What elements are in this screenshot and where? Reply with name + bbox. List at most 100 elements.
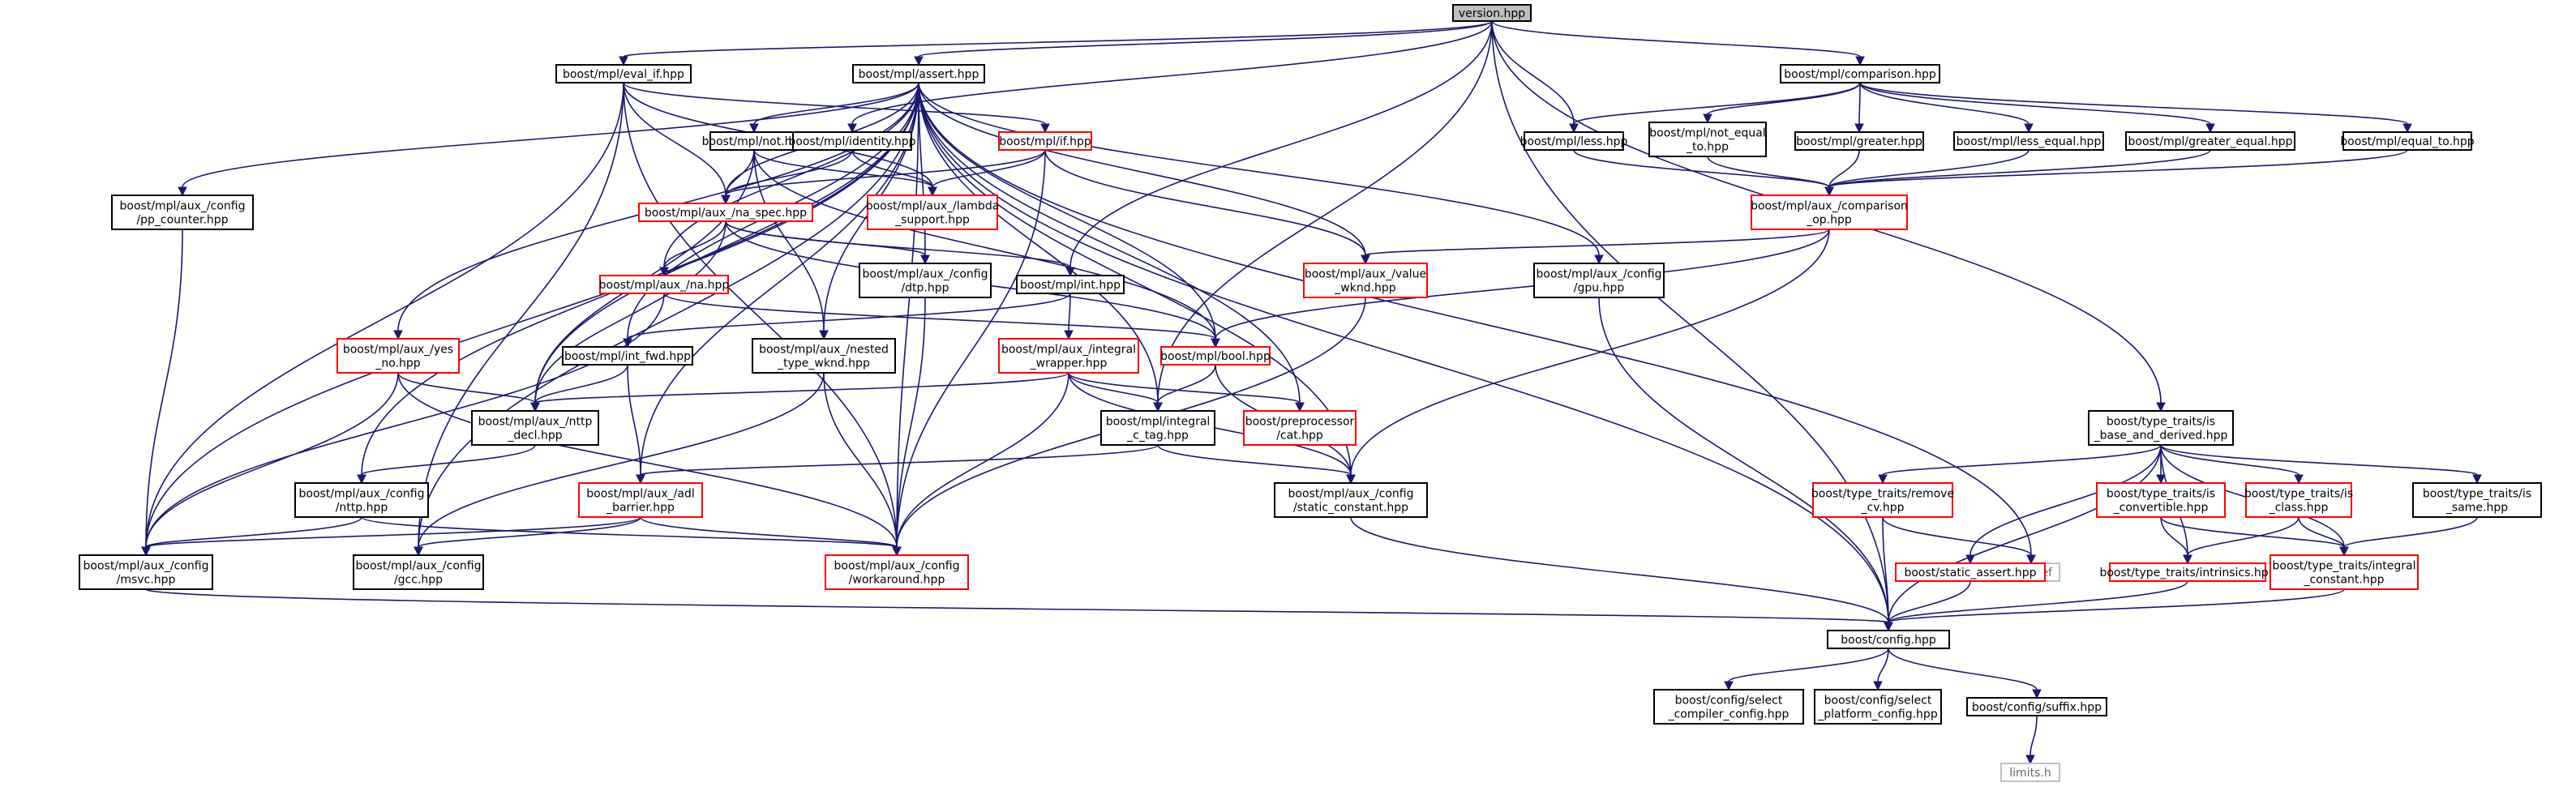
node-label-line: boost/type_traits/remove xyxy=(1811,488,1954,501)
node-static_assert[interactable]: boost/static_assert.hpp xyxy=(1895,562,2046,582)
node-eval_if[interactable]: boost/mpl/eval_if.hpp xyxy=(555,64,692,83)
edge-line xyxy=(1491,20,1889,623)
node-int[interactable]: boost/mpl/int.hpp xyxy=(1016,275,1125,294)
node-box xyxy=(1653,689,1804,725)
node-less_equal[interactable]: boost/mpl/less_equal.hpp xyxy=(1953,131,2104,151)
arrowhead xyxy=(1873,681,1883,691)
node-nested_type_wknd[interactable]: boost/mpl/aux_/nested_type_wknd.hpp xyxy=(752,338,896,374)
node-is_convertible[interactable]: boost/type_traits/is_convertible.hpp xyxy=(2096,482,2226,518)
node-na_spec[interactable]: boost/mpl/aux_/na_spec.hpp xyxy=(638,203,813,222)
edge-line xyxy=(896,372,1069,548)
node-greater[interactable]: boost/mpl/greater.hpp xyxy=(1794,131,1924,151)
edge-line xyxy=(623,82,727,196)
node-comparison[interactable]: boost/mpl/comparison.hpp xyxy=(1780,64,1940,83)
edge-int_fwd-to-nttp_decl xyxy=(530,364,628,413)
arrowhead xyxy=(2402,123,2412,134)
edge-gpu-to-config xyxy=(1598,297,1893,632)
node-msvc[interactable]: boost/mpl/aux_/config/msvc.hpp xyxy=(79,554,213,590)
node-integral_wrapper[interactable]: boost/mpl/aux_/integral_wrapper.hpp xyxy=(998,338,1139,374)
arrowhead xyxy=(414,546,423,557)
edge-line xyxy=(896,297,926,548)
node-version[interactable]: version.hpp xyxy=(1452,4,1532,22)
arrowhead xyxy=(2032,689,2042,699)
edge-is_same-to-integral_constant xyxy=(2339,516,2478,557)
arrowhead xyxy=(914,56,924,66)
node-remove_cv[interactable]: boost/type_traits/remove_cv.hpp xyxy=(1811,482,1954,518)
node-int_fwd[interactable]: boost/mpl/int_fwd.hpp xyxy=(562,346,693,366)
node-suffix[interactable]: boost/config/suffix.hpp xyxy=(1966,697,2107,716)
edge-line xyxy=(918,82,1301,404)
node-equal_to[interactable]: boost/mpl/equal_to.hpp xyxy=(2340,131,2475,151)
edge-line xyxy=(1888,648,2038,691)
node-label-line: /nttp.hpp xyxy=(336,502,388,515)
node-identity[interactable]: boost/mpl/identity.hpp xyxy=(788,131,916,151)
node-config[interactable]: boost/config.hpp xyxy=(1827,630,1950,649)
arrowhead xyxy=(2024,123,2034,134)
node-greater_equal[interactable]: boost/mpl/greater_equal.hpp xyxy=(2125,131,2295,151)
node-is_same[interactable]: boost/type_traits/is_same.hpp xyxy=(2412,482,2542,518)
node-select_platform[interactable]: boost/config/select_platform_config.hpp xyxy=(1814,689,1942,725)
node-label-line: boost/mpl/not_equal xyxy=(1649,127,1765,140)
node-select_compiler[interactable]: boost/config/select_compiler_config.hpp xyxy=(1653,689,1804,725)
node-label-line: boost/mpl/integral xyxy=(1106,416,1211,429)
node-box xyxy=(998,131,1092,151)
node-integral_c_tag[interactable]: boost/mpl/integral_c_tag.hpp xyxy=(1100,410,1215,446)
node-pp_counter[interactable]: boost/mpl/aux_/config/pp_counter.hpp xyxy=(111,195,254,230)
node-box xyxy=(599,275,729,294)
node-label-line: _base_and_derived.hpp xyxy=(2094,430,2228,443)
node-is_class[interactable]: boost/type_traits/is_class.hpp xyxy=(2244,482,2353,518)
node-box xyxy=(2096,482,2226,518)
node-label-line: boost/mpl/aux_/value xyxy=(1305,268,1426,281)
edge-yes_no-to-workaround xyxy=(397,372,902,557)
edge-line xyxy=(1888,588,2345,623)
edge-nttp_decl-to-nttp xyxy=(357,444,536,485)
edge-line xyxy=(640,516,898,548)
edge-line xyxy=(1888,444,2162,623)
node-label-line: limits.h xyxy=(2009,767,2051,780)
node-label-line: boost/mpl/equal_to.hpp xyxy=(2340,135,2475,148)
node-gcc[interactable]: boost/mpl/aux_/config/gcc.hpp xyxy=(353,554,484,590)
node-pp_cat[interactable]: boost/preprocessor/cat.hpp xyxy=(1243,410,1357,446)
edge-line xyxy=(851,20,1493,125)
node-not_equal_to[interactable]: boost/mpl/not_equal_to.hpp xyxy=(1648,122,1767,157)
node-label-line: boost/config/select xyxy=(1675,695,1783,708)
node-integral_constant[interactable]: boost/type_traits/integral_constant.hpp xyxy=(2270,554,2419,590)
node-label-line: _type_wknd.hpp xyxy=(777,357,870,370)
node-gpu[interactable]: boost/mpl/aux_/config/gpu.hpp xyxy=(1533,263,1665,298)
node-static_constant[interactable]: boost/mpl/aux_/config/static_constant.hp… xyxy=(1274,482,1428,518)
node-nttp_decl[interactable]: boost/mpl/aux_/nttp_decl.hpp xyxy=(471,410,599,446)
edge-intrinsics-to-config xyxy=(1884,580,2188,632)
edge-line xyxy=(1859,82,2408,125)
node-box xyxy=(1274,482,1428,518)
edge-is_base_and_derived-to-config xyxy=(1884,444,2162,632)
edge-line xyxy=(663,293,1216,340)
edge-line xyxy=(2160,444,2478,476)
node-value_wknd[interactable]: boost/mpl/aux_/value_wknd.hpp xyxy=(1303,263,1428,298)
node-nttp[interactable]: boost/mpl/aux_/config/nttp.hpp xyxy=(294,482,429,518)
node-if[interactable]: boost/mpl/if.hpp xyxy=(998,131,1092,151)
node-assert[interactable]: boost/mpl/assert.hpp xyxy=(852,64,985,83)
edge-comparison-to-greater_equal xyxy=(1859,82,2215,134)
edge-line xyxy=(918,82,1600,256)
node-yes_no[interactable]: boost/mpl/aux_/yes_no.hpp xyxy=(336,338,460,374)
node-intrinsics[interactable]: boost/type_traits/intrinsics.hpp xyxy=(2099,562,2276,582)
node-na[interactable]: boost/mpl/aux_/na.hpp xyxy=(599,275,730,294)
node-dtp[interactable]: boost/mpl/aux_/config/dtp.hpp xyxy=(859,263,992,298)
edge-suffix-to-limits xyxy=(2025,715,2038,765)
node-is_base_and_derived[interactable]: boost/type_traits/is_base_and_derived.hp… xyxy=(2088,410,2234,446)
node-label-line: _same.hpp xyxy=(2445,502,2508,515)
edge-line xyxy=(725,149,853,196)
node-adl_barrier[interactable]: boost/mpl/aux_/adl_barrier.hpp xyxy=(578,482,703,518)
node-not[interactable]: boost/mpl/not.hpp xyxy=(702,131,807,151)
edge-line xyxy=(1828,149,1860,188)
node-workaround[interactable]: boost/mpl/aux_/config/workaround.hpp xyxy=(825,554,969,590)
edge-line xyxy=(145,588,1889,623)
node-limits[interactable]: limits.h xyxy=(2000,763,2060,782)
node-label-line: boost/mpl/aux_/config xyxy=(299,488,425,501)
node-label-line: _barrier.hpp xyxy=(606,502,675,515)
node-label-line: boost/type_traits/is xyxy=(2244,488,2353,501)
node-bool[interactable]: boost/mpl/bool.hpp xyxy=(1160,346,1271,366)
node-comparison_op[interactable]: boost/mpl/aux_/comparison_op.hpp xyxy=(1751,195,1908,230)
node-less[interactable]: boost/mpl/less.hpp xyxy=(1520,131,1628,151)
node-lambda_support[interactable]: boost/mpl/aux_/lambda_support.hpp xyxy=(866,195,1000,230)
